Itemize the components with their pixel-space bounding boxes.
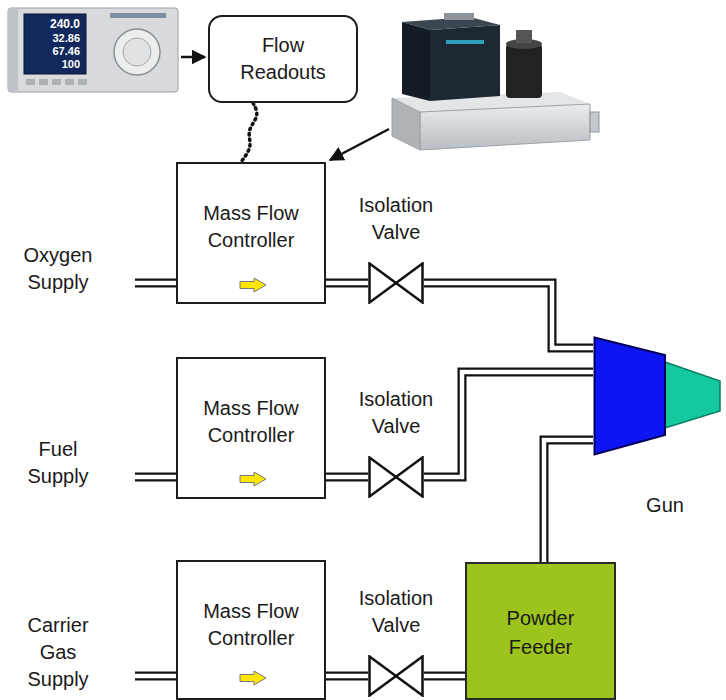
display-reading: 100 (28, 58, 80, 70)
gas-pipe (326, 281, 368, 286)
valve-symbol (396, 657, 423, 696)
flow-arrow-icon (239, 471, 267, 487)
gas-pipe (326, 283, 368, 284)
gas-pipe (326, 674, 368, 679)
mass-flow-controller-photo (446, 40, 484, 44)
valve-symbol (396, 458, 423, 497)
node-label: Mass Flow Controller (191, 200, 311, 254)
gun-shape (593, 336, 722, 456)
gas-pipe (326, 473, 368, 482)
gas-pipe (424, 372, 593, 477)
supply-pipe (135, 475, 177, 480)
signal-cable (241, 103, 257, 162)
readout-box: Flow Readouts (208, 15, 358, 103)
mass-flow-controller-photo (402, 22, 430, 101)
readout-instrument (39, 79, 48, 85)
isolation-valve: Isolation Valve (368, 456, 424, 498)
valve-symbol (368, 456, 424, 498)
gas-pipe (326, 672, 368, 681)
gun-body (595, 338, 666, 455)
controller-box: Mass Flow Controller (176, 560, 326, 700)
gas-pipe (424, 672, 465, 681)
mass-flow-controller-photo (516, 30, 532, 43)
node-label: Gun (625, 492, 705, 519)
gas-pipe (326, 477, 368, 478)
spray-gun: Gun (593, 336, 722, 456)
valve-symbol (370, 458, 397, 497)
valve-symbol (368, 655, 424, 697)
readout-instrument (8, 8, 18, 92)
gas-pipe (424, 283, 593, 348)
mass-flow-controller-photo (506, 44, 542, 98)
valve-symbol (370, 264, 397, 303)
gas-pipe (326, 676, 368, 677)
leader-arrow (181, 56, 205, 59)
node-label: Isolation Valve (341, 192, 451, 246)
gas-pipe (544, 440, 593, 562)
valve-symbol (396, 264, 423, 303)
mass-flow-controller-photo (590, 112, 599, 132)
signal-cable (241, 103, 257, 162)
readout-instrument (65, 79, 74, 85)
mass-flow-controller-photo (392, 13, 599, 150)
flow-arrow-icon (240, 671, 266, 685)
gas-pipe (424, 372, 593, 477)
gas-pipe (424, 372, 593, 477)
readout-instrument (123, 38, 151, 66)
readout-instrument (114, 29, 160, 75)
flow-arrow-icon (240, 278, 266, 292)
supply-pipe (135, 281, 177, 286)
mass-flow-controller-photo (420, 104, 590, 150)
display-reading: 67.46 (28, 45, 80, 57)
mass-flow-controller-photo (444, 13, 474, 20)
readout-instrument (8, 8, 178, 92)
readout-instrument (78, 79, 87, 85)
node-label: Flow Readouts (228, 32, 338, 86)
flow-arrow-icon (239, 277, 267, 293)
node-label: Mass Flow Controller (191, 598, 311, 652)
gas-pipe (424, 283, 593, 348)
readout-instrument (110, 13, 166, 18)
leader-arrow (330, 129, 389, 160)
supply-pipe (135, 279, 177, 288)
isolation-valve: Isolation Valve (368, 262, 424, 304)
gas-pipe (424, 283, 593, 348)
supply-label: Carrier Gas Supply (12, 612, 104, 693)
gun-nozzle (665, 362, 720, 428)
flow-arrow-icon (240, 472, 266, 486)
controller-box: Mass Flow Controller (176, 162, 326, 304)
supply-label: Oxygen Supply (12, 242, 104, 296)
gas-pipe (424, 676, 465, 677)
isolation-valve: Isolation Valve (368, 655, 424, 697)
mass-flow-controller-photo (392, 98, 420, 150)
node-label: Isolation Valve (341, 386, 451, 440)
readout-instrument (52, 79, 61, 85)
powder-feeder-box: Powder Feeder (465, 562, 616, 700)
node-label: Powder Feeder (491, 604, 591, 662)
mass-flow-controller-photo (430, 25, 500, 101)
readout-instrument (24, 14, 86, 74)
valve-symbol (370, 657, 397, 696)
display-reading: 240.0 (28, 18, 80, 31)
supply-pipe (135, 674, 177, 679)
readout-instrument (26, 79, 35, 85)
supply-pipe (135, 473, 177, 482)
supply-label: Fuel Supply (12, 436, 104, 490)
supply-pipe (135, 672, 177, 681)
gas-pipe (424, 674, 465, 679)
controller-box: Mass Flow Controller (176, 357, 326, 499)
valve-symbol (368, 262, 424, 304)
gas-pipe (544, 440, 593, 562)
gas-pipe (326, 475, 368, 480)
node-label: Isolation Valve (341, 585, 451, 639)
display-reading: 32.86 (28, 32, 80, 44)
supply-pipe (135, 283, 177, 676)
flow-arrow-icon (239, 670, 267, 686)
readout-instrument (8, 8, 178, 92)
gas-pipe (326, 279, 368, 288)
gas-pipe (544, 440, 593, 562)
node-label: Mass Flow Controller (191, 395, 311, 449)
